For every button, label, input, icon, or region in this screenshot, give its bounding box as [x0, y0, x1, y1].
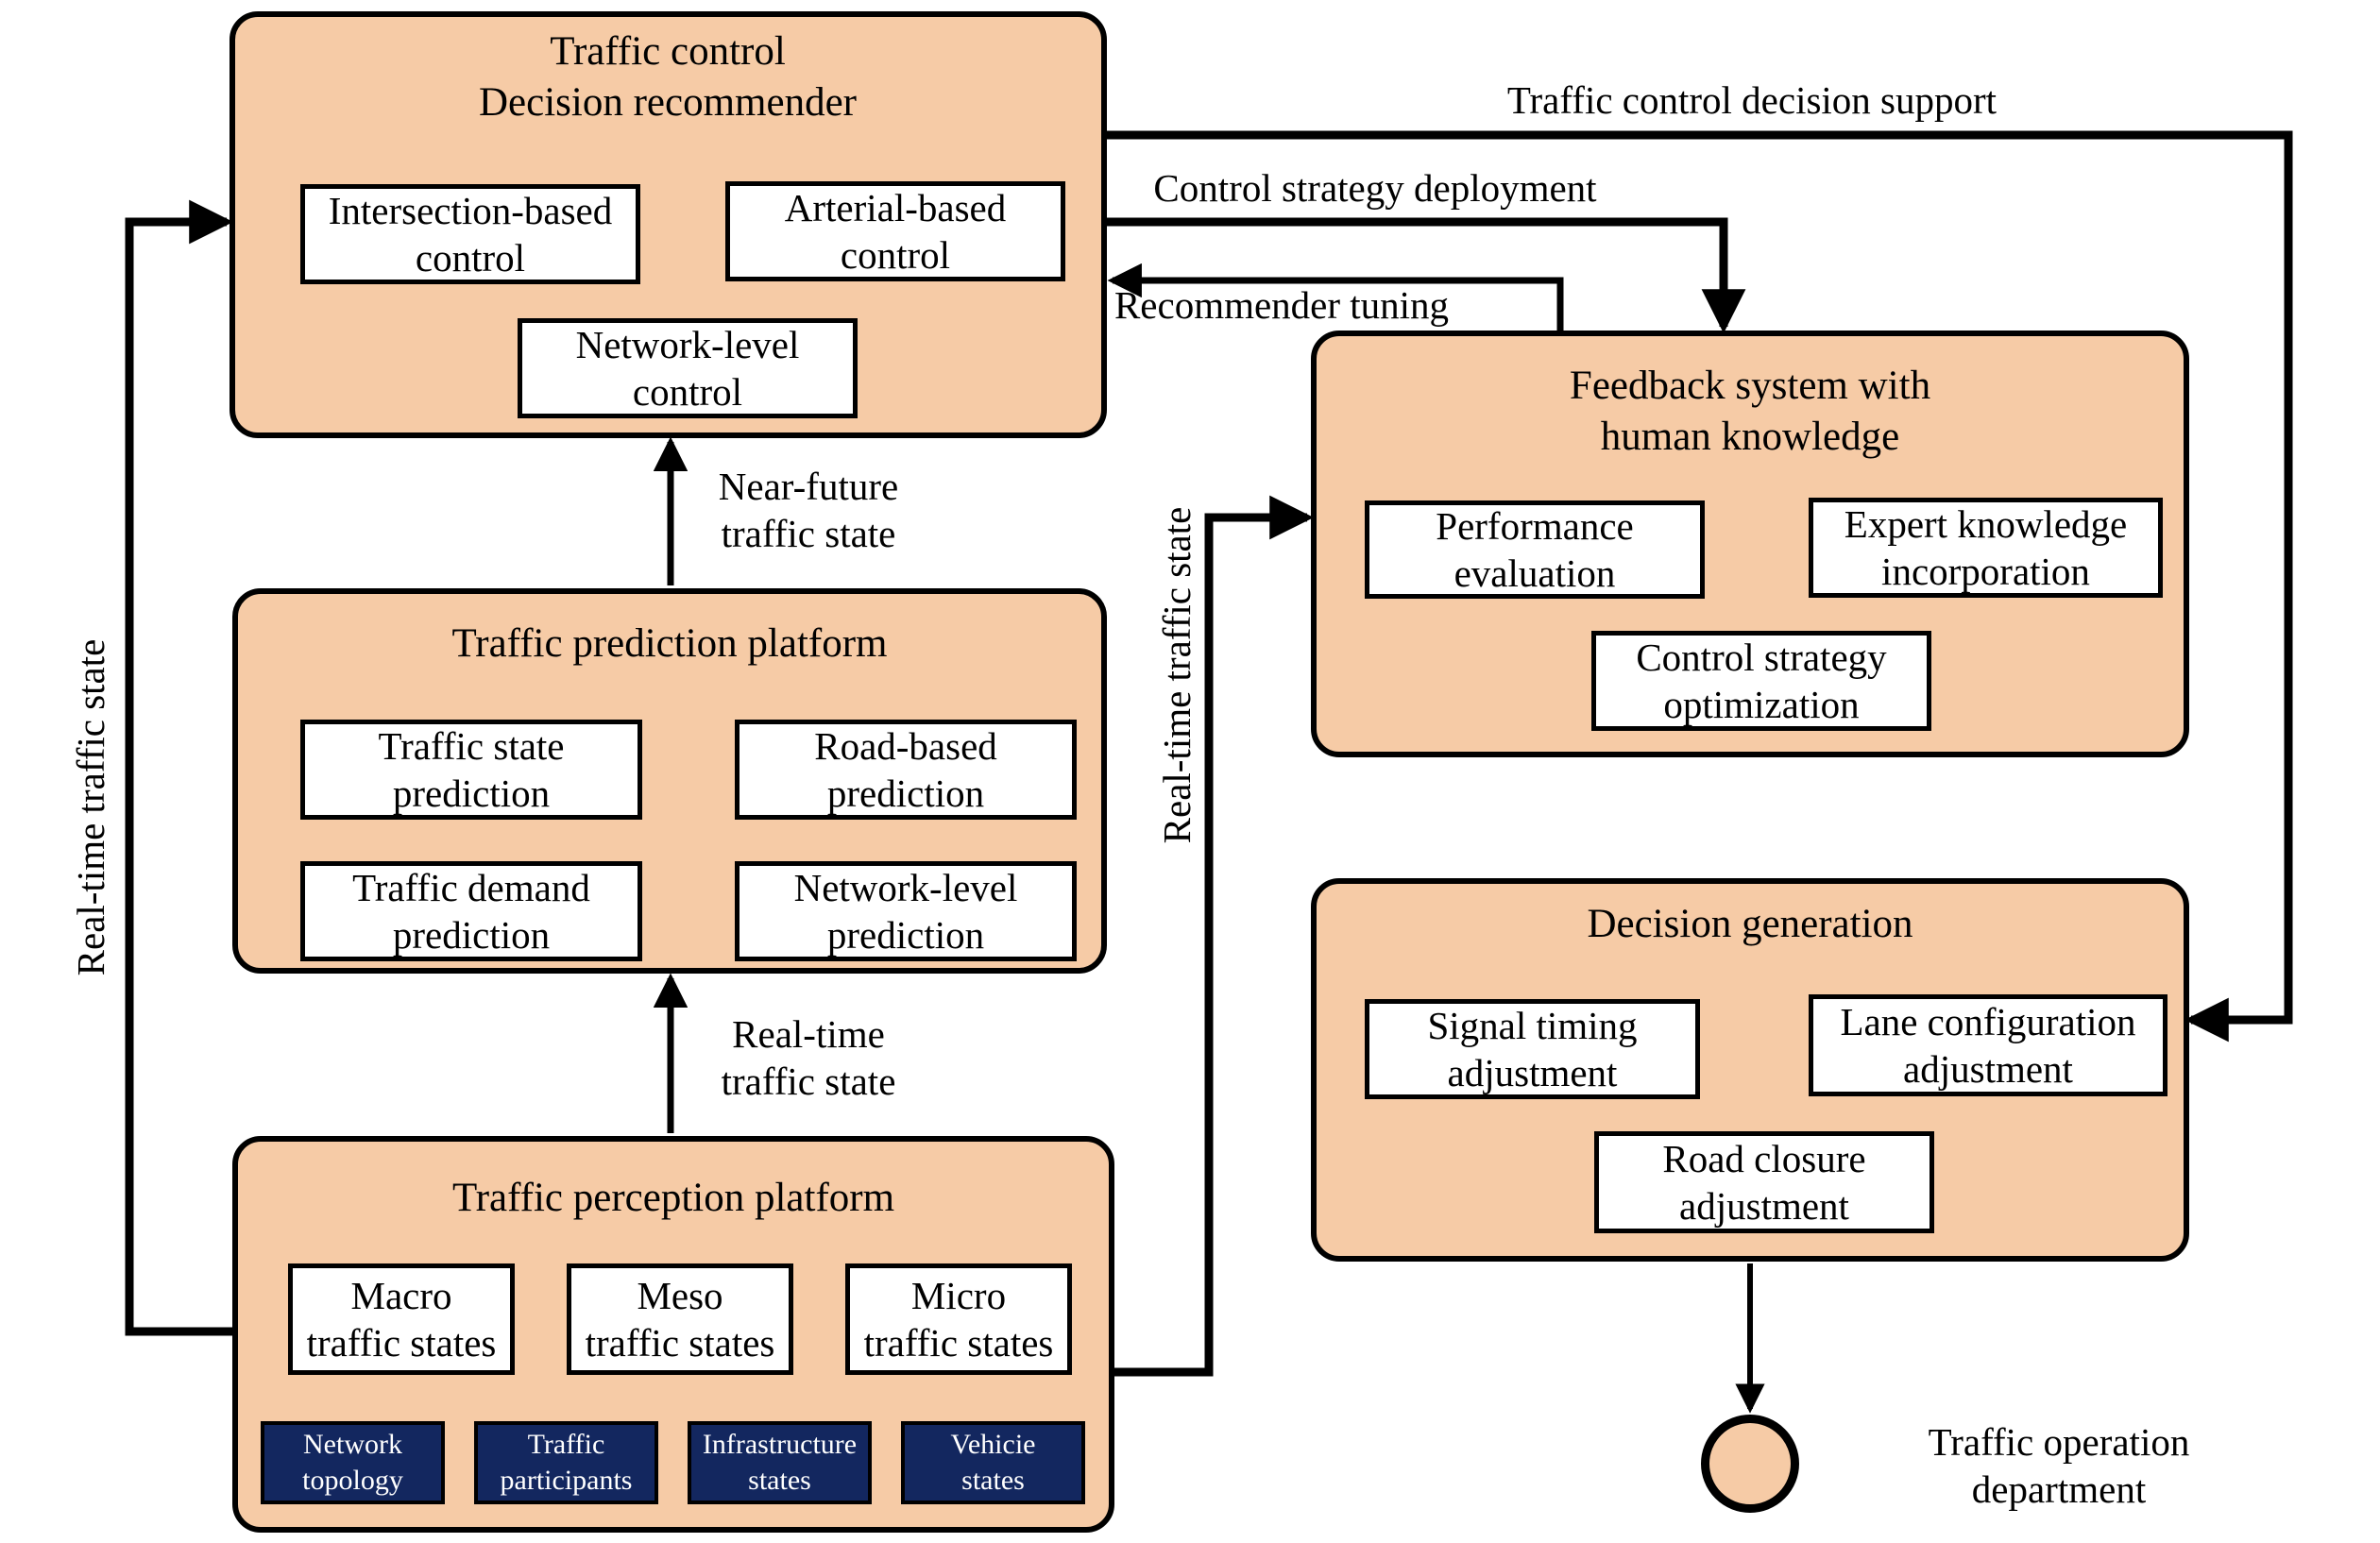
box-line: Expert knowledge: [1844, 502, 2128, 546]
box-line: Vehicie: [950, 1429, 1036, 1460]
box-line: prediction: [392, 772, 551, 815]
traffic-control-title: Traffic control Decision recommender: [479, 26, 857, 128]
box-line: Lane configuration: [1840, 1000, 2136, 1043]
box-line: traffic states: [585, 1321, 775, 1365]
perception-platform-title: Traffic perception platform: [451, 1176, 895, 1220]
road-closure-adjustment-box: Road closure adjustment: [1594, 1131, 1934, 1233]
box-line: adjustment: [1679, 1184, 1849, 1228]
box-line: traffic states: [306, 1321, 497, 1365]
box-line: Signal timing: [1427, 1004, 1638, 1047]
intersection-based-control-box: Intersection-based control: [300, 184, 640, 284]
expert-knowledge-incorporation-box: Expert knowledge incorporation: [1809, 498, 2163, 598]
arterial-based-control-box: Arterial-based control: [725, 181, 1065, 281]
box-line: Meso: [637, 1274, 723, 1317]
signal-timing-adjustment-box: Signal timing adjustment: [1365, 999, 1700, 1099]
box-line: traffic states: [863, 1321, 1054, 1365]
box-line: Micro: [910, 1274, 1007, 1317]
recommender-tuning-label: Recommender tuning: [1114, 283, 1450, 327]
box-line: adjustment: [1903, 1047, 2073, 1091]
network-level-control-box: Network-level control: [518, 318, 858, 418]
box-line: incorporation: [1881, 550, 2090, 593]
network-level-prediction-box: Network-level prediction: [735, 861, 1077, 961]
box-line: Control strategy: [1636, 636, 1887, 679]
box-line: prediction: [826, 913, 985, 957]
label-line: Real-time: [732, 1012, 885, 1056]
title-line: human knowledge: [1600, 415, 1900, 459]
micro-traffic-states-box: Micro traffic states: [845, 1263, 1072, 1375]
lane-configuration-adjustment-box: Lane configuration adjustment: [1809, 994, 2168, 1096]
box-line: states: [748, 1465, 811, 1496]
strategy-deployment-label: Control strategy deployment: [1153, 166, 1597, 210]
box-line: prediction: [826, 772, 985, 815]
control-strategy-optimization-box: Control strategy optimization: [1591, 631, 1931, 731]
box-line: topology: [302, 1465, 403, 1496]
traffic-demand-prediction-box: Traffic demand prediction: [300, 861, 642, 961]
box-line: prediction: [392, 913, 551, 957]
real-time-traffic-state-left-label: Real-time traffic state: [69, 638, 112, 976]
edge-traffic-control-decision-support: [1105, 130, 2293, 1043]
performance-evaluation-box: Performance evaluation: [1365, 500, 1705, 599]
decision-support-label: Traffic control decision support: [1506, 78, 1998, 122]
label-line: Near-future: [718, 465, 899, 508]
box-line: Traffic: [527, 1429, 605, 1460]
near-future-traffic-state-label: Near-future traffic state: [719, 463, 898, 557]
traffic-operation-department-node: [1701, 1415, 1799, 1513]
real-time-traffic-state-mid-label: Real-time traffic state: [722, 1010, 896, 1105]
label-line: traffic state: [721, 512, 896, 555]
title-line: Traffic control: [550, 29, 786, 74]
traffic-state-prediction-box: Traffic state prediction: [300, 720, 642, 820]
traffic-operation-department-label: Traffic operation department: [1929, 1418, 2190, 1513]
box-line: states: [961, 1465, 1025, 1496]
road-based-prediction-box: Road-based prediction: [735, 720, 1077, 820]
box-line: Road closure: [1662, 1137, 1866, 1180]
box-line: control: [840, 233, 951, 277]
title-line: Decision recommender: [479, 80, 857, 125]
label-line: Traffic operation: [1928, 1420, 2190, 1464]
vehicle-states-box: Vehicie states: [901, 1421, 1085, 1504]
box-line: adjustment: [1447, 1051, 1618, 1094]
box-line: Intersection-based: [328, 189, 613, 232]
box-line: control: [632, 370, 743, 414]
box-line: Infrastructure: [702, 1429, 858, 1460]
macro-traffic-states-box: Macro traffic states: [288, 1263, 515, 1375]
label-line: department: [1971, 1467, 2147, 1511]
box-line: Network: [303, 1429, 402, 1460]
decision-generation-title: Decision generation: [1587, 902, 1913, 946]
network-topology-box: Network topology: [261, 1421, 445, 1504]
meso-traffic-states-box: Meso traffic states: [567, 1263, 793, 1375]
edge-recommender-tuning: [1107, 263, 1564, 332]
box-line: optimization: [1663, 683, 1860, 726]
box-line: Traffic state: [378, 724, 565, 768]
label-line: traffic state: [721, 1060, 896, 1103]
box-line: Network-level: [575, 323, 800, 366]
traffic-participants-box: Traffic participants: [474, 1421, 658, 1504]
feedback-system-title: Feedback system with human knowledge: [1570, 361, 1930, 463]
edge-real-time-left-loop: [125, 199, 238, 1336]
box-line: control: [415, 236, 526, 280]
infrastructure-states-box: Infrastructure states: [688, 1421, 872, 1504]
box-line: Road-based: [814, 724, 997, 768]
box-line: Macro: [350, 1274, 452, 1317]
box-line: participants: [500, 1465, 633, 1496]
box-line: evaluation: [1454, 551, 1616, 595]
edge-control-strategy-deployment: [1105, 217, 1746, 334]
real-time-traffic-state-riser-label: Real-time traffic state: [1155, 506, 1198, 844]
box-line: Arterial-based: [784, 186, 1007, 229]
box-line: Performance: [1436, 504, 1634, 548]
edge-real-time-riser: [1111, 495, 1315, 1377]
box-line: Traffic demand: [352, 866, 590, 909]
title-line: Feedback system with: [1569, 364, 1931, 408]
prediction-platform-title: Traffic prediction platform: [451, 621, 888, 666]
box-line: Network-level: [793, 866, 1018, 909]
